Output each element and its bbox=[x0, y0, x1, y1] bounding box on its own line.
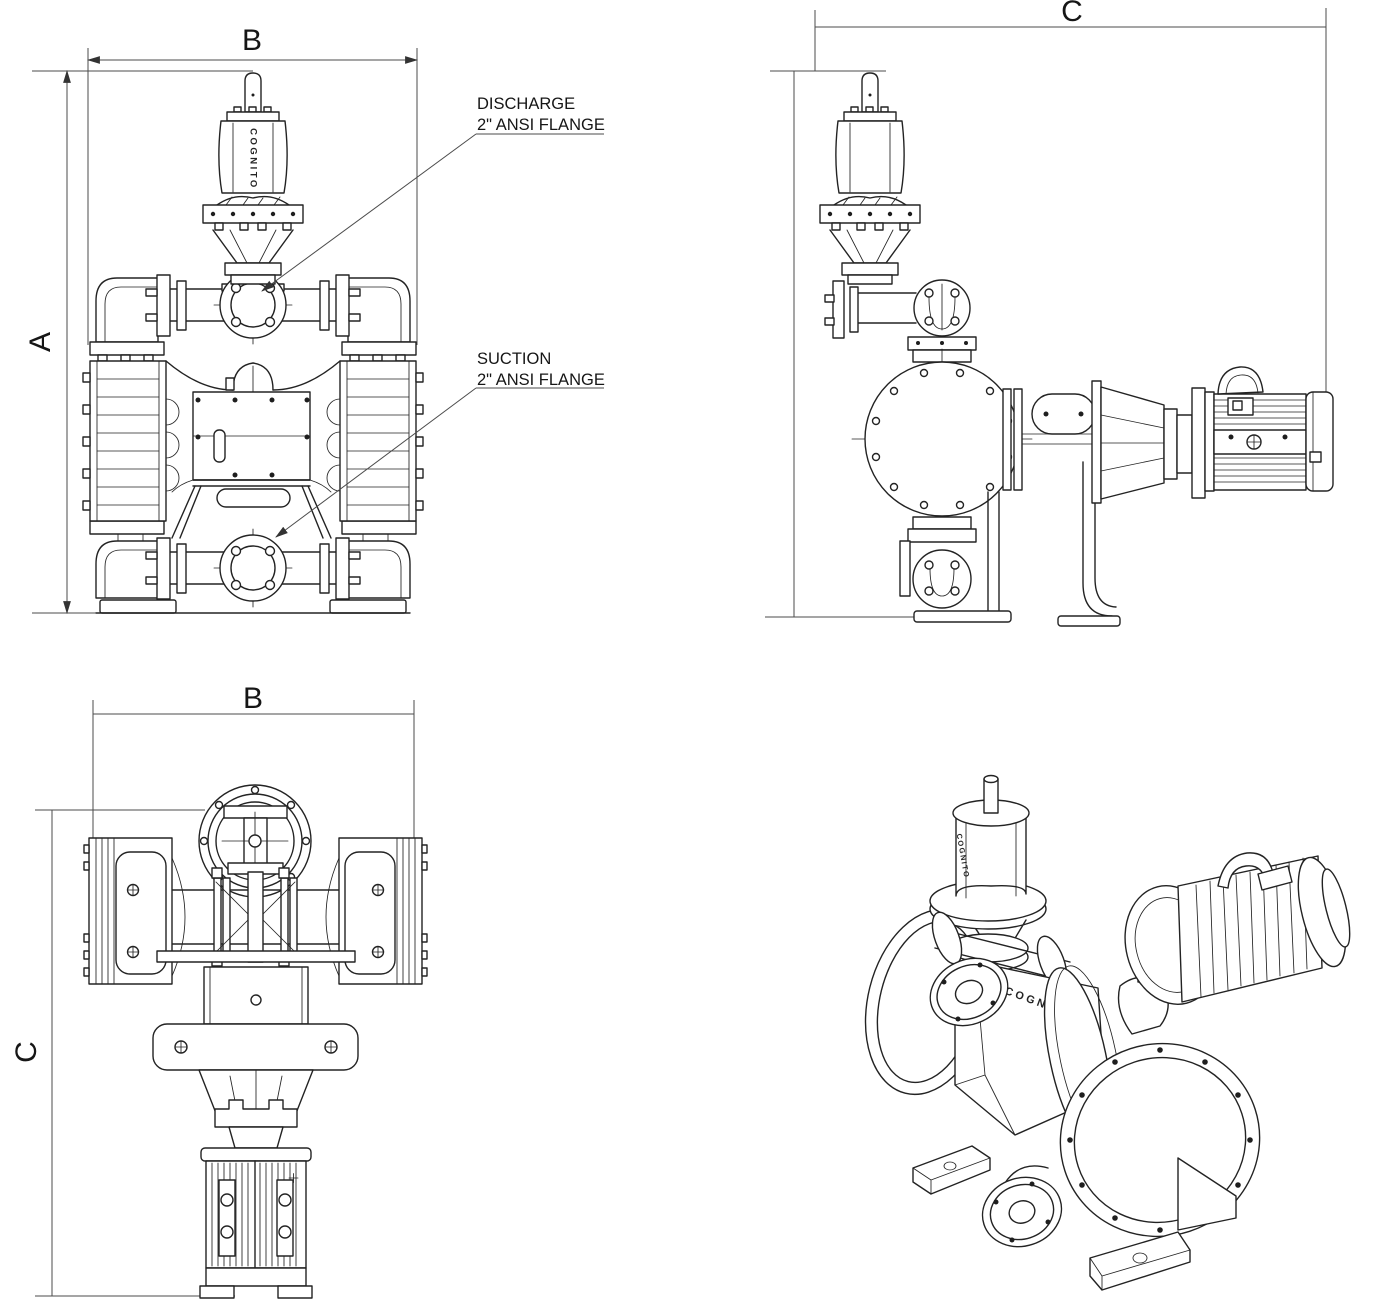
dim-label-c-side: C bbox=[1061, 0, 1083, 28]
top-manifold bbox=[156, 867, 356, 967]
top-drive-train bbox=[152, 966, 359, 1299]
suction-callout-line1: SUCTION bbox=[477, 350, 551, 368]
discharge-callout-line2: 2" ANSI FLANGE bbox=[477, 116, 605, 134]
isometric-view: COGNITO COGNITO bbox=[864, 774, 1351, 1291]
side-suction-elbow bbox=[899, 516, 977, 609]
iso-feet bbox=[912, 1145, 1237, 1291]
front-elbows bbox=[95, 277, 411, 599]
front-center-body bbox=[165, 360, 341, 539]
side-air-section bbox=[1002, 380, 1206, 504]
top-view: B C bbox=[10, 682, 428, 1299]
front-view: B A bbox=[24, 24, 605, 615]
side-view-dimensions: C bbox=[765, 0, 1327, 618]
iso-discharge-flange bbox=[929, 957, 1009, 1027]
top-view-dimensions: B C bbox=[10, 682, 415, 1297]
iso-motor bbox=[1124, 852, 1351, 1005]
pulsation-dampener-side bbox=[819, 72, 921, 285]
iso-suction-flange bbox=[981, 1165, 1063, 1248]
front-base bbox=[95, 599, 411, 614]
discharge-callout-line1: DISCHARGE bbox=[477, 95, 575, 113]
brand-text-front-dampener: COGNITO bbox=[248, 128, 259, 190]
side-view: C bbox=[765, 0, 1334, 627]
dim-label-b-front: B bbox=[242, 24, 262, 57]
side-support-legs bbox=[913, 461, 1121, 627]
front-air-chambers bbox=[82, 360, 424, 522]
side-discharge-elbow bbox=[824, 279, 977, 363]
dim-label-a-front: A bbox=[24, 332, 57, 352]
callouts: DISCHARGE 2" ANSI FLANGE SUCTION 2" ANSI… bbox=[261, 95, 605, 538]
dim-label-c-top: C bbox=[10, 1041, 43, 1063]
dim-label-b-top: B bbox=[243, 682, 263, 715]
pulsation-dampener bbox=[202, 72, 304, 285]
front-chamber-flanges bbox=[89, 341, 417, 542]
front-discharge-tee bbox=[145, 265, 361, 345]
front-suction-tee bbox=[145, 528, 361, 608]
suction-callout-line2: 2" ANSI FLANGE bbox=[477, 371, 605, 389]
side-motor bbox=[1204, 366, 1334, 492]
motor-lifting-eye bbox=[1217, 366, 1264, 395]
